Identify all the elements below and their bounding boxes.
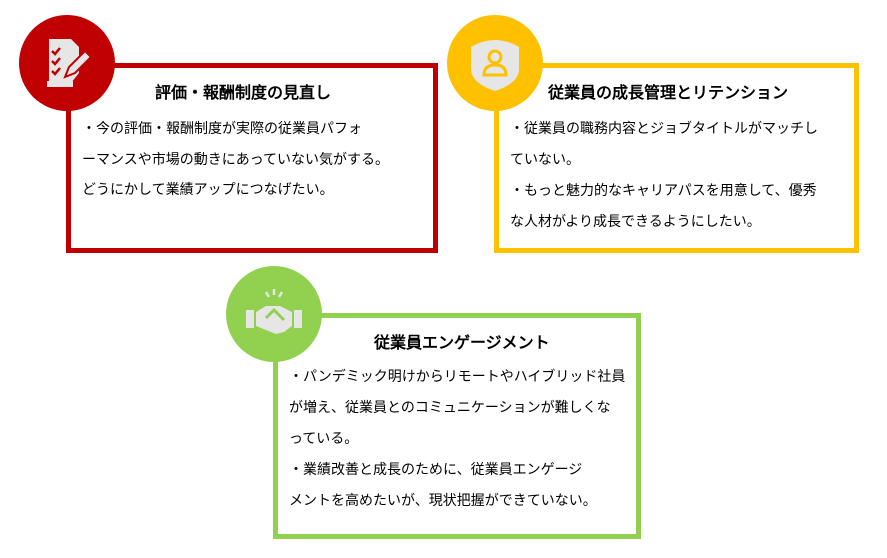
card-engagement-title: 従業員エンゲージメント: [374, 335, 550, 352]
card-evaluation-icon-circle: [19, 15, 115, 111]
card-engagement-line: っている。: [289, 430, 359, 446]
card-engagement-line: メントを高めたいが、現状把握ができていない。: [289, 492, 597, 508]
card-engagement-line: ・業績改善と成長のために、従業員エンゲージ: [289, 461, 583, 477]
card-engagement-line: ・パンデミック明けからリモートやハイブリッド社員: [289, 368, 626, 384]
checklist-pencil-icon: [47, 39, 93, 87]
card-growth-retention: [494, 63, 859, 253]
card-engagement-line: が増え、従業員とのコミュニケーションが難しくな: [289, 399, 611, 415]
card-growth-icon-circle: [447, 15, 543, 111]
card-evaluation-line: どうにかして業績アップにつなげたい。: [82, 181, 334, 197]
card-growth-title: 従業員の成長管理とリテンション: [548, 85, 789, 102]
card-evaluation-title: 評価・報酬制度の見直し: [155, 85, 332, 102]
card-growth-line: ・もっと魅力的なキャリアパスを用意して、優秀: [510, 182, 817, 198]
card-engagement-icon-circle: [226, 266, 322, 362]
card-growth-line: な人材がより成長できるようにしたい。: [510, 213, 761, 229]
card-engagement: [273, 313, 641, 539]
card-evaluation-line: ーマンスや市場の動きにあっていない気がする。: [82, 151, 390, 167]
shield-user-icon: [471, 40, 519, 91]
card-evaluation-review: [66, 63, 438, 253]
card-evaluation-line: ・今の評価・報酬制度が実際の従業員パフォ: [82, 120, 362, 136]
card-growth-line: ・従業員の職務内容とジョブタイトルがマッチし: [510, 120, 818, 136]
handshake-icon: [246, 289, 302, 334]
card-growth-line: ていない。: [510, 151, 580, 167]
